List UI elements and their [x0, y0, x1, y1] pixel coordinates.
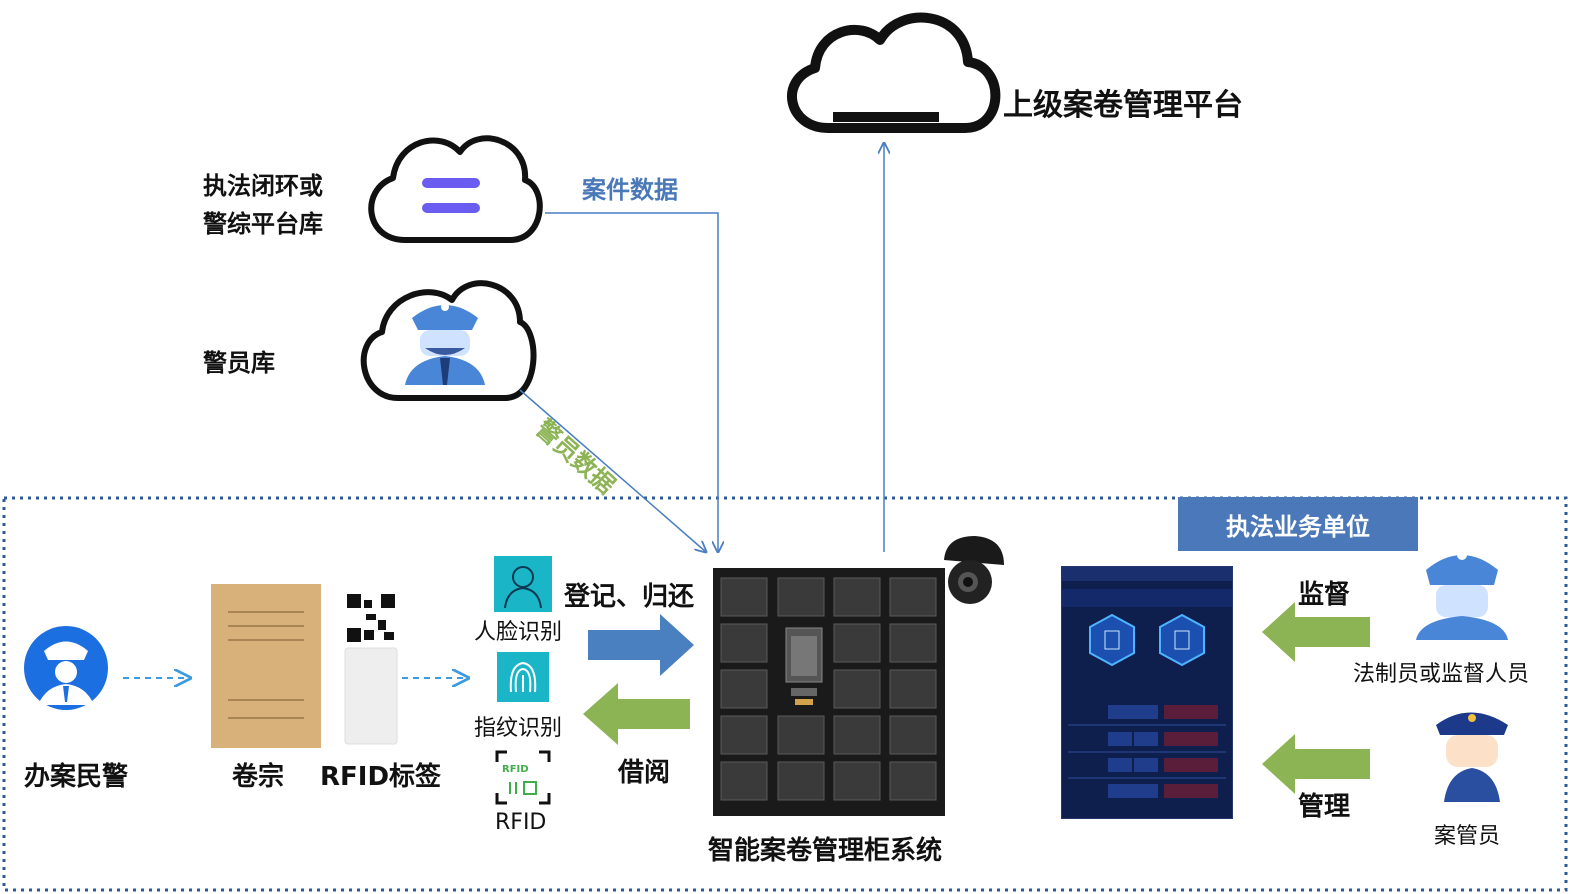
fingerprint-icon — [497, 652, 549, 702]
monitor-screen — [1061, 566, 1233, 819]
case-admin-label: 案管员 — [1434, 824, 1501, 849]
case-data-line — [545, 212, 718, 552]
upper-cloud-icon — [787, 12, 1001, 133]
supervisor-icon — [1416, 550, 1508, 640]
police-db-label: 警员库 — [203, 349, 275, 377]
case-data-label: 案件数据 — [582, 176, 678, 204]
cabinet-label: 智能案卷管理柜系统 — [708, 836, 943, 866]
rfid-tag-icon — [344, 592, 398, 745]
unit-boundary — [2, 496, 1568, 892]
camera-icon — [944, 536, 1004, 604]
face-icon — [494, 556, 552, 612]
borrow-arrow — [583, 683, 690, 745]
law-platform-label-line2: 警综平台库 — [203, 210, 323, 238]
borrow-label: 借阅 — [618, 758, 671, 788]
register-arrow — [588, 614, 694, 676]
register-return-label: 登记、归还 — [564, 582, 695, 612]
manage-label: 管理 — [1298, 792, 1351, 822]
legal-staff-label: 法制员或监督人员 — [1353, 662, 1530, 687]
rfid-scan-icon — [495, 750, 551, 805]
law-platform-label-line1: 执法闭环或 — [203, 172, 323, 200]
upper-platform-label: 上级案卷管理平台 — [1003, 88, 1243, 123]
dossier-label: 卷宗 — [232, 762, 285, 792]
law-platform-cloud-icon — [368, 135, 543, 243]
dossier-icon — [211, 584, 321, 748]
case-admin-icon — [1436, 712, 1508, 802]
police-db-cloud-icon — [360, 280, 537, 401]
face-label: 人脸识别 — [474, 620, 563, 645]
supervise-label: 监督 — [1298, 580, 1351, 610]
police-data-line — [519, 389, 706, 552]
rfid-icon-text: RFID — [502, 764, 529, 775]
manage-arrow — [1262, 734, 1370, 794]
rfid-label: RFID — [495, 810, 547, 835]
rfid-tag-label: RFID标签 — [320, 762, 442, 792]
fingerprint-label: 指纹识别 — [474, 716, 563, 741]
cabinet-icon — [713, 568, 945, 816]
officer-icon — [24, 626, 108, 710]
unit-badge: 执法业务单位 — [1178, 497, 1418, 551]
officer-label: 办案民警 — [24, 762, 129, 792]
screen-graphic — [1062, 567, 1232, 798]
supervise-arrow — [1262, 602, 1370, 662]
